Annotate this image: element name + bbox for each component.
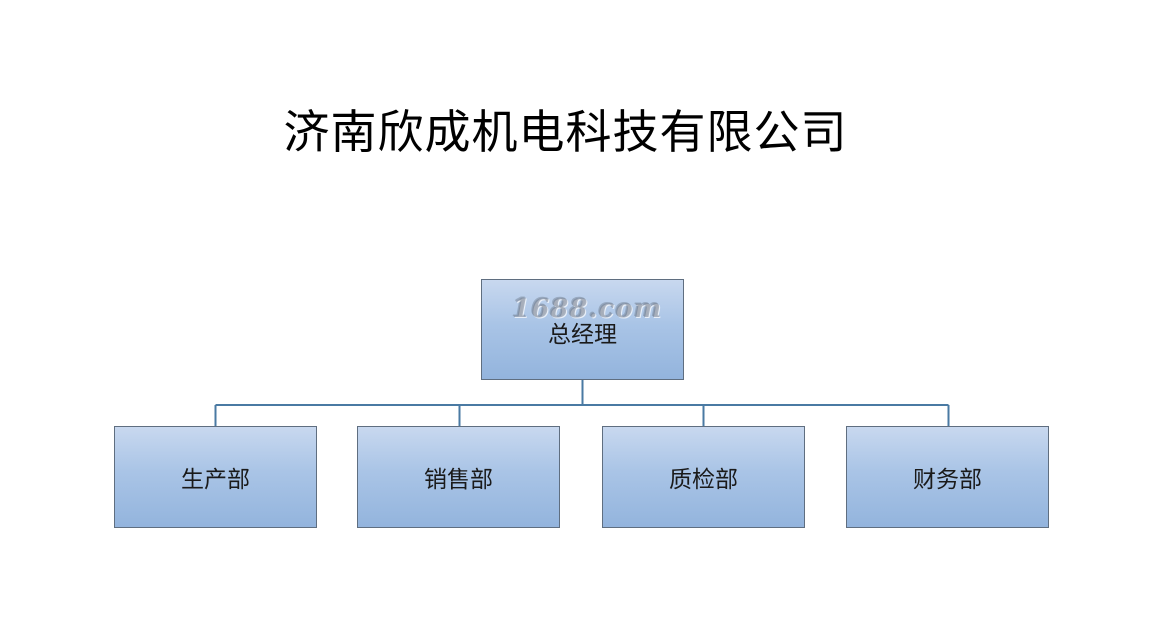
org-node-general-manager: 总经理 <box>481 279 684 380</box>
company-title: 济南欣成机电科技有限公司 <box>283 105 848 159</box>
org-node-label: 销售部 <box>424 467 493 493</box>
org-node-label: 总经理 <box>548 322 617 348</box>
org-node-sales: 销售部 <box>357 426 560 528</box>
org-node-label: 质检部 <box>669 467 738 493</box>
org-node-quality: 质检部 <box>602 426 805 528</box>
org-node-finance: 财务部 <box>846 426 1049 528</box>
org-node-production: 生产部 <box>114 426 317 528</box>
org-node-label: 生产部 <box>181 467 250 493</box>
org-node-label: 财务部 <box>913 467 982 493</box>
